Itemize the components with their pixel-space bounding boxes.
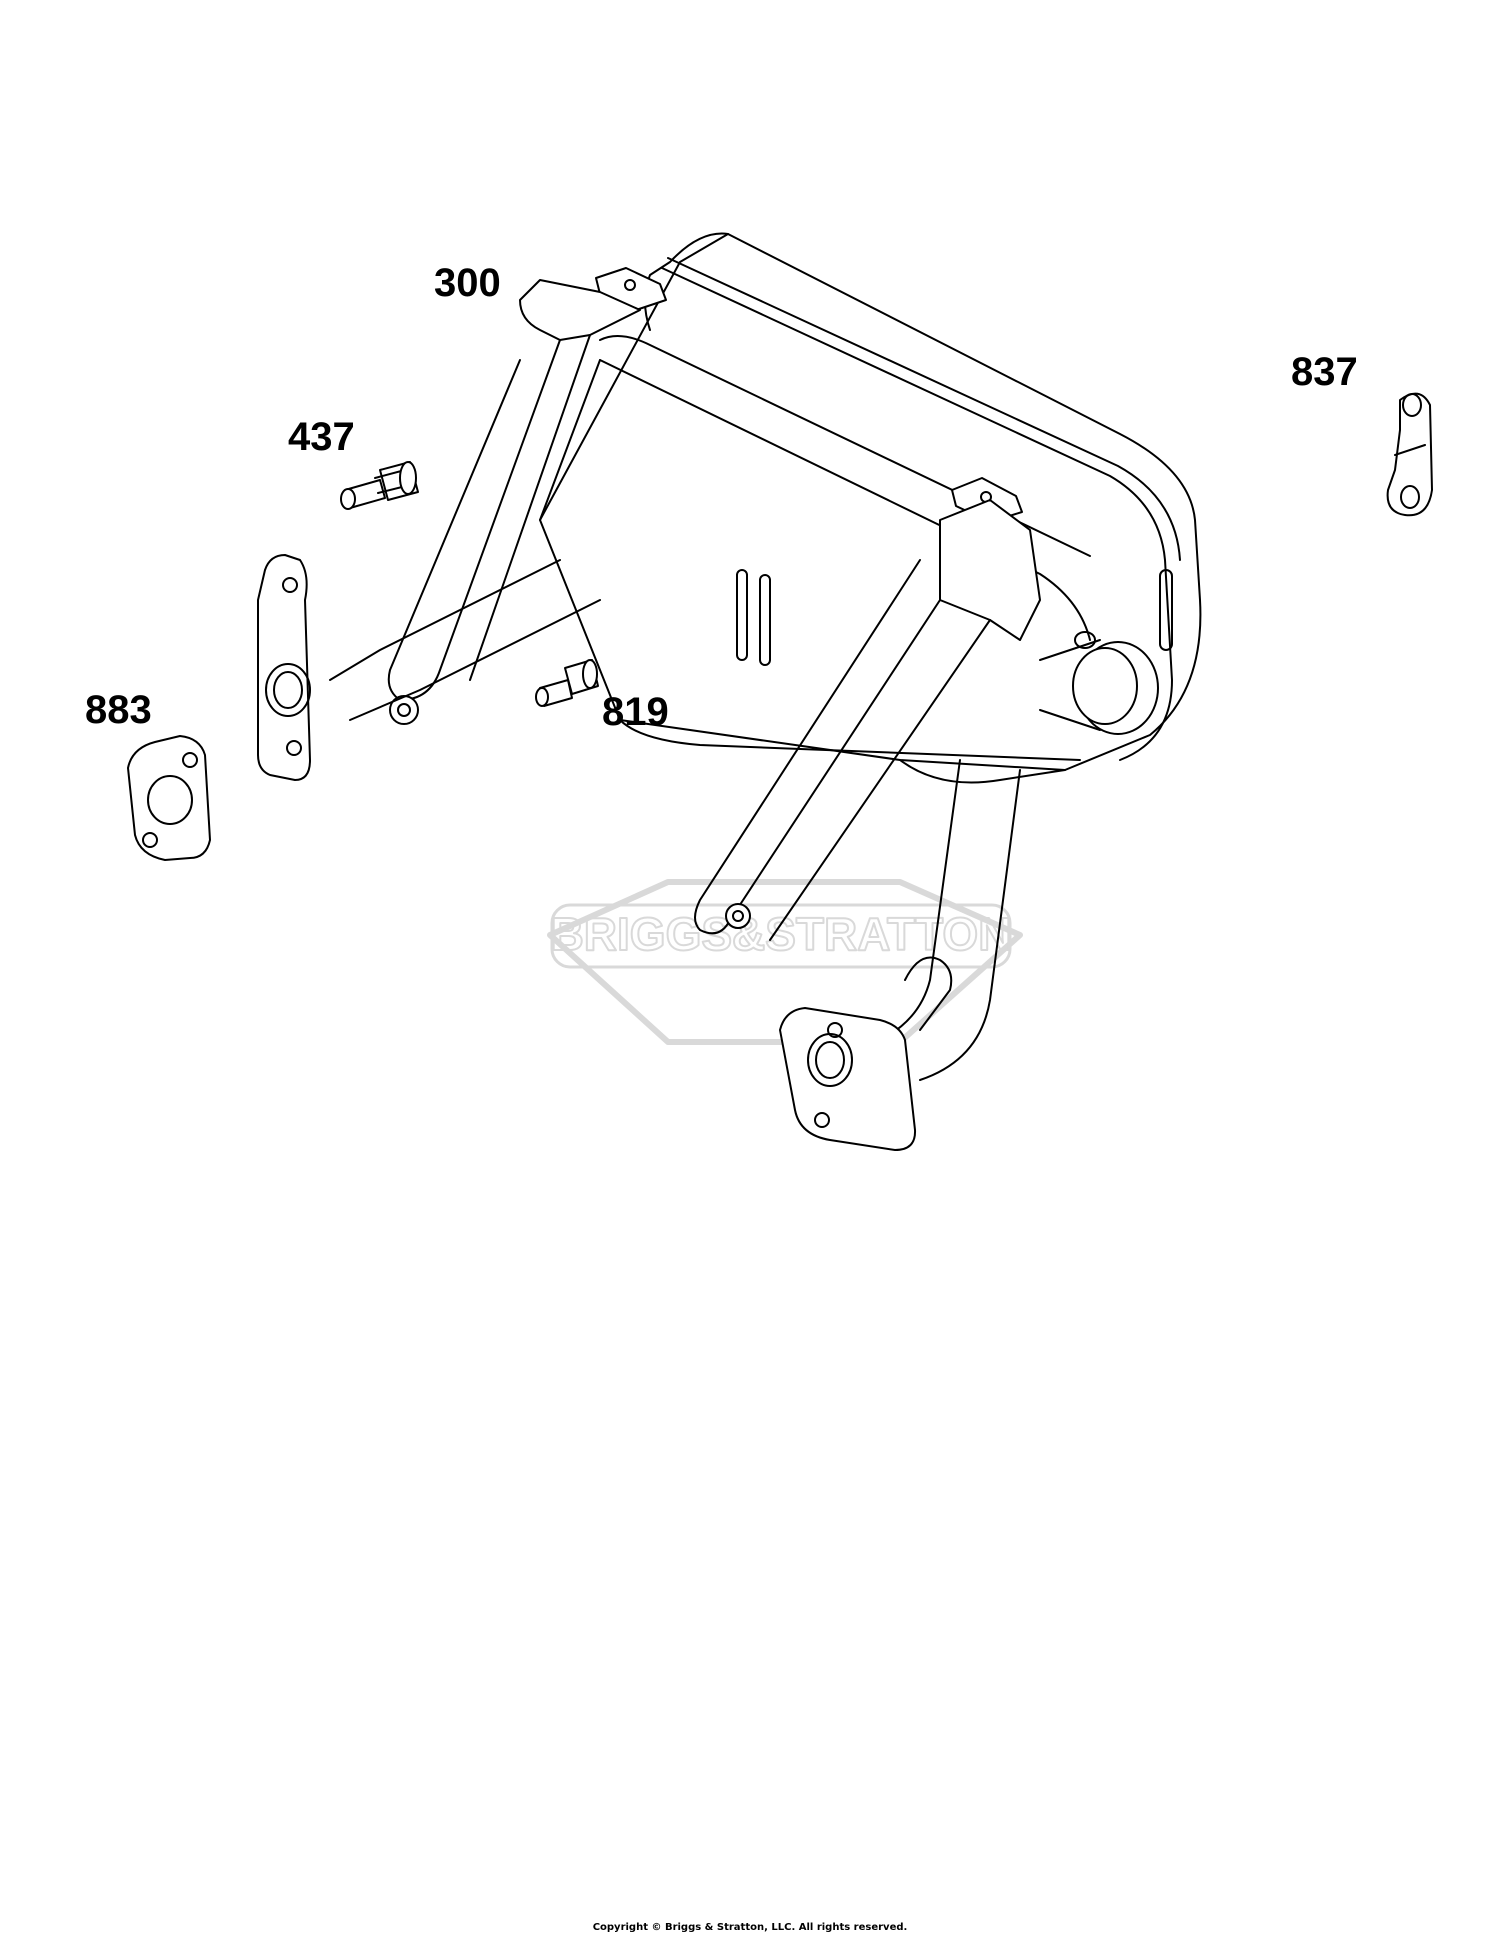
watermark-text: BRIGGS&STRATTON [551,908,1012,960]
copyright-footer: Copyright © Briggs & Stratton, LLC. All … [592,1922,908,1933]
part-label-300: 300 [434,261,501,305]
part-label-883: 883 [85,688,152,732]
part-label-437: 437 [288,415,355,459]
bolt-437 [340,461,419,510]
strap-837 [1386,392,1433,517]
gasket-883 [127,735,211,861]
part-label-837: 837 [1291,350,1358,394]
bolt-819 [535,659,599,707]
muffler-assembly-300 [257,232,1202,1151]
part-label-819: 819 [602,690,669,734]
